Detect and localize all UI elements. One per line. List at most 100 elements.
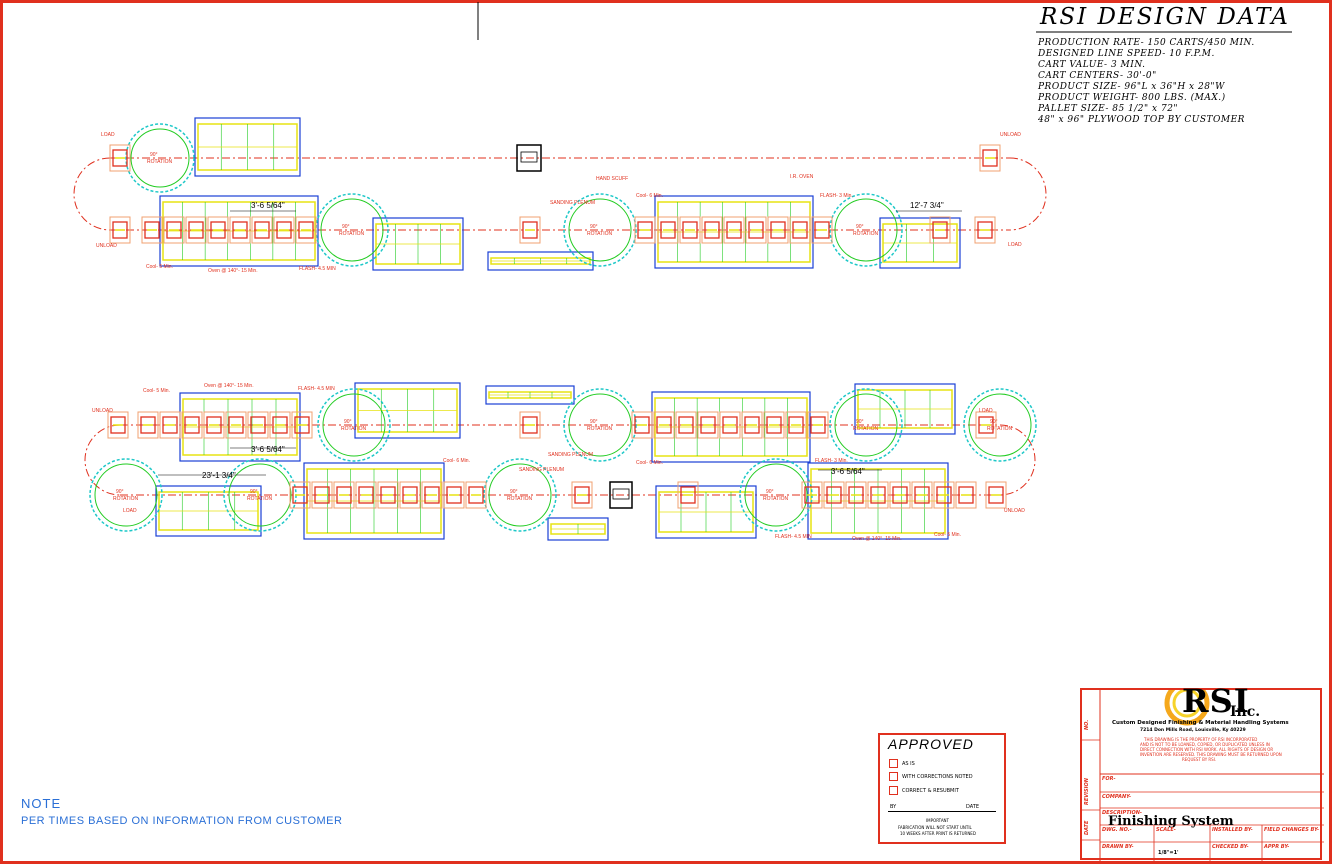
rotation-label: ROTATION — [587, 426, 612, 432]
booth-outline — [854, 383, 956, 435]
cart-body — [700, 416, 716, 434]
rotation-ring-inner — [488, 463, 552, 527]
scale-label: SCALE- — [1156, 827, 1176, 833]
label-flash-upper-right: FLASH- 3 Min. — [820, 193, 853, 199]
label-hand-scuff: HAND SCUFF — [596, 176, 628, 182]
checkbox-icon[interactable] — [889, 772, 898, 781]
cart-outline — [653, 411, 675, 439]
disclaimer-line: INVENTION ARE RESERVED. THIS DRAWING MUS… — [1140, 752, 1282, 757]
cart-outline — [801, 481, 823, 509]
rotation-label: 90° — [342, 224, 350, 230]
cart-body — [914, 486, 930, 504]
booth-outline — [879, 217, 961, 269]
cart-outline — [723, 216, 745, 244]
rotation-ring-inner — [320, 198, 384, 262]
label-oven-lower-right: Oven @ 140°- 15 Min. — [852, 536, 902, 542]
equipment-box-lower — [609, 481, 633, 509]
label-flash-lower-mid: FLASH- 3 Min. — [815, 458, 848, 464]
cart-outline — [291, 411, 313, 439]
rotation-ring — [483, 458, 557, 532]
cart-body — [634, 416, 650, 434]
cart-body — [722, 416, 738, 434]
cart-outline — [955, 481, 977, 509]
cart-outline — [929, 216, 951, 244]
dim-upper-right: 12'-7 3/4" — [910, 201, 944, 210]
approved-option[interactable]: AS IS — [889, 759, 915, 768]
cart-body — [977, 221, 993, 239]
cart-outline — [845, 481, 867, 509]
rotation-ring-inner — [568, 393, 632, 457]
rotation-ring — [963, 388, 1037, 462]
title-block-grid — [1082, 690, 1324, 862]
approved-by-tb-label: APPR BY- — [1264, 844, 1290, 850]
cart-body — [958, 486, 974, 504]
cart-body — [468, 486, 484, 504]
approved-option[interactable]: CORRECT & RESUBMIT — [889, 786, 959, 795]
cart-body — [424, 486, 440, 504]
label-flash-lower-left: FLASH- 4.5 MIN — [298, 386, 335, 392]
rotation-ring — [829, 193, 903, 267]
cart-outline — [421, 481, 443, 509]
cart-body — [574, 486, 590, 504]
cart-outline — [247, 411, 269, 439]
cart-body — [402, 486, 418, 504]
checkbox-icon[interactable] — [889, 759, 898, 768]
label-unload-lower-right: UNLOAD — [1004, 508, 1025, 514]
equipment-box-upper — [516, 144, 542, 172]
cart-outline — [679, 216, 701, 244]
cart-outline — [399, 481, 421, 509]
cart-body — [276, 221, 292, 239]
project-name: Finishing System — [1108, 814, 1234, 829]
label-load-lower-right: LOAD — [979, 408, 993, 414]
cart-body — [660, 221, 676, 239]
cart-outline — [311, 481, 333, 509]
checked-by-label: CHECKED BY- — [1212, 844, 1249, 850]
cart-outline — [109, 216, 131, 244]
cart-body — [110, 416, 126, 434]
cart-body — [826, 486, 842, 504]
cart-outline — [719, 411, 741, 439]
cart-body — [982, 149, 998, 167]
cart-body — [870, 486, 886, 504]
rotation-label: 90° — [250, 489, 258, 495]
cart-body — [748, 221, 764, 239]
booth-outline — [372, 217, 464, 271]
design-data-line: 48" x 96" PLYWOOD TOP BY CUSTOMER — [1038, 115, 1245, 125]
label-cool-lower-mid: Cool- 6 Min. — [443, 458, 470, 464]
label-flash-upper-left: FLASH- 4.5 MIN — [299, 266, 336, 272]
revision-label: REVISION — [1084, 778, 1090, 805]
approved-divider — [888, 811, 996, 812]
rotation-ring — [563, 388, 637, 462]
upper-conveyor-loop — [73, 157, 1047, 231]
cart-body — [810, 416, 826, 434]
cart-outline — [377, 481, 399, 509]
label-cool-lower-right: Cool- 5 Min. — [934, 532, 961, 538]
design-data-line: CART CENTERS- 30'-0" — [1038, 71, 1157, 81]
label-oven-upper: Oven @ 140°- 15 Min. — [208, 268, 258, 274]
approved-option[interactable]: WITH CORRECTIONS NOTED — [889, 772, 973, 781]
cart-outline — [181, 411, 203, 439]
dim-lower-left: 23'-1 3/4" — [202, 471, 236, 480]
disclaimer-line: AND IS NOT TO BE LOANED, COPIED, OR DUPL… — [1140, 742, 1270, 747]
label-cool-upper-left: Cool- 5 Min. — [146, 264, 173, 270]
label-oven-lower-left: Oven @ 140°- 15 Min. — [204, 383, 254, 389]
rotation-label: ROTATION — [587, 231, 612, 237]
cart-body — [140, 416, 156, 434]
approved-option-label: WITH CORRECTIONS NOTED — [902, 774, 973, 780]
company-suffix: Inc. — [1230, 704, 1261, 720]
rotation-ring-inner — [834, 198, 898, 262]
cart-outline — [333, 481, 355, 509]
cart-outline — [137, 411, 159, 439]
cart-outline — [889, 481, 911, 509]
cart-body — [682, 221, 698, 239]
cart-outline — [355, 481, 377, 509]
rotation-label: 90° — [510, 489, 518, 495]
cart-outline — [701, 216, 723, 244]
booth-outline — [807, 462, 949, 540]
company-label: COMPANY- — [1102, 794, 1132, 800]
label-sanding-plenum-upper: SANDING PLENUM — [550, 200, 595, 206]
label-cool-upper-mid: Cool- 6 Min. — [636, 193, 663, 199]
cart-body — [814, 221, 830, 239]
checkbox-icon[interactable] — [889, 786, 898, 795]
design-data-line: PALLET SIZE- 85 1/2" x 72" — [1038, 104, 1179, 114]
